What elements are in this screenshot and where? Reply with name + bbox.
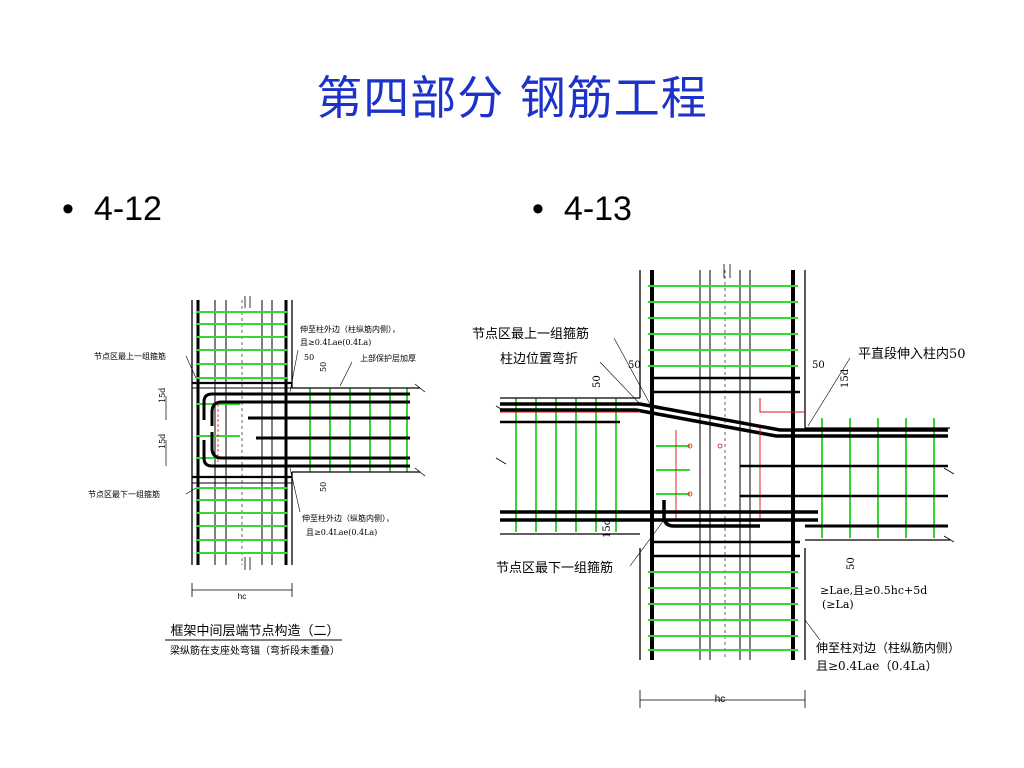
bullet-dot: •: [532, 190, 544, 228]
left-note-bottom-a: 伸至柱外边（纵筋内侧），: [302, 513, 394, 523]
left-dim-50-c: 50: [319, 482, 328, 492]
left-label-top-stirrup: 节点区最上一组箍筋: [94, 351, 166, 361]
right-dim-50-a: 50: [628, 360, 641, 371]
left-caption-sub: 梁纵筋在支座处弯锚（弯折段未重叠）: [170, 646, 340, 657]
bullet-item-4-13: • 4-13: [532, 190, 632, 229]
left-note-top-a: 伸至柱外边（柱纵筋内侧），: [300, 324, 400, 334]
right-label-bottom-stirrup: 节点区最下一组箍筋: [496, 560, 613, 576]
left-caption-title: 框架中间层端节点构造（二）: [170, 624, 340, 639]
diagram-right: hc 50 50 50 50 15d 15d 节点区最上一组箍筋 柱边位置弯折 …: [472, 264, 966, 708]
left-dim-15d-b: 15d: [158, 434, 167, 449]
right-dim-50-c: 50: [592, 375, 603, 388]
right-note-opp-b: 且≥0.4Lae（0.4La）: [816, 659, 938, 673]
right-label-bend: 柱边位置弯折: [500, 351, 578, 367]
left-dim-15d-a: 15d: [158, 388, 167, 403]
left-note-top-b: 且≥0.4Lae(0.4La): [300, 338, 371, 347]
left-dim-50-b: 50: [319, 362, 328, 372]
left-dim-50-a: 50: [304, 353, 314, 362]
left-dim-hc: hc: [238, 592, 246, 601]
bullet-item-4-12: • 4-12: [62, 190, 162, 229]
right-dim-hc: hc: [715, 694, 726, 705]
right-label-top-stirrup: 节点区最上一组箍筋: [472, 326, 589, 342]
left-label-cover: 上部保护层加厚: [360, 353, 416, 363]
right-note-lae-b: (≥La): [822, 598, 854, 611]
bullet-label: 4-12: [93, 190, 162, 228]
right-dim-15d-a: 15d: [840, 368, 851, 388]
right-dim-50-b: 50: [812, 360, 825, 371]
right-label-straight: 平直段伸入柱内50: [858, 346, 966, 362]
right-dim-50-d: 50: [846, 557, 857, 570]
left-note-bottom-b: 且≥0.4Lae(0.4La): [306, 528, 377, 537]
right-note-lae-a: ≥Lae,且≥0.5hc+5d: [820, 584, 927, 597]
left-label-bottom-stirrup: 节点区最下一组箍筋: [88, 489, 160, 499]
right-dim-15d-b: 15d: [602, 518, 613, 538]
slide-title: 第四部分 钢筋工程: [316, 71, 708, 125]
bullet-label: 4-13: [563, 190, 632, 228]
right-note-opp-a: 伸至柱对边（柱纵筋内侧）: [816, 640, 960, 655]
diagram-left: hc 15d 15d 50 50 50 伸至柱外边（柱纵筋内侧）， 且≥0.4L…: [88, 296, 426, 641]
bullet-dot: •: [62, 190, 74, 228]
